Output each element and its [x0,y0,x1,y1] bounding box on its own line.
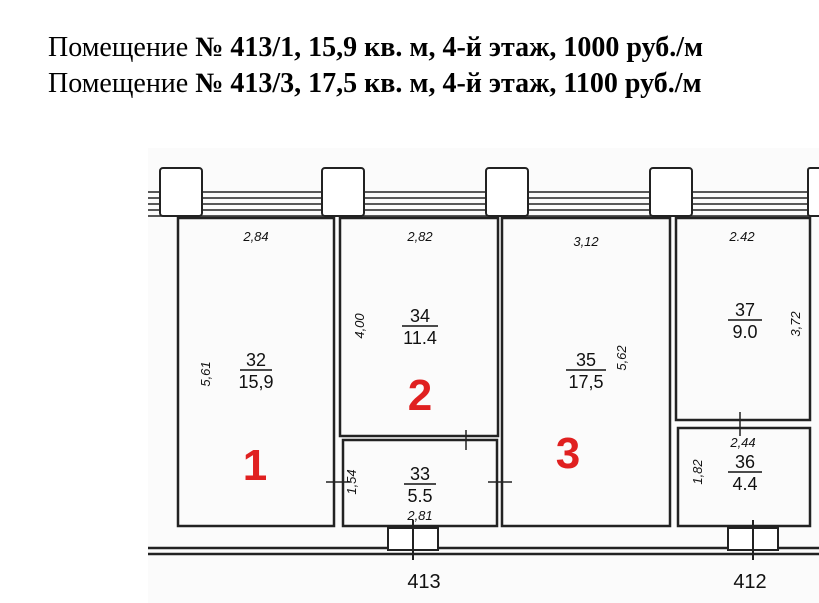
room-number: 37 [735,300,755,320]
room-number: 35 [576,350,596,370]
room-label-35: 35 17,5 [566,350,606,392]
room-number: 34 [410,306,430,326]
dim-width-room-36: 2,44 [729,435,755,450]
dim-width-room-33: 2,81 [406,508,432,523]
room-label-34: 34 11.4 [402,306,438,348]
marker-2: 2 [408,371,432,420]
dim-height-room-34: 4,00 [352,313,367,339]
room-area: 17,5 [568,372,603,392]
dim-height-room-35: 5,62 [614,345,629,371]
dim-width-room-35: 3,12 [573,234,599,249]
room-walls [148,216,819,556]
room-label-36: 36 4.4 [728,452,762,494]
room-area: 15,9 [238,372,273,392]
room-area: 5.5 [407,486,432,506]
header: Помещение № 413/1, 15,9 кв. м, 4-й этаж,… [48,30,819,102]
dim-height-room-32: 5,61 [198,361,213,386]
listing-prefix: Помещение [48,32,196,63]
room-number: 32 [246,350,266,370]
dim-height-room-37: 3,72 [788,311,803,337]
exterior-wall [148,191,819,217]
room-area: 11.4 [403,328,437,348]
room-label-33: 33 5.5 [404,464,436,506]
room-area: 9.0 [732,322,757,342]
floor-plan: 2,84 2,82 3,12 2.42 2,44 2,81 5,61 4,00 … [148,148,819,603]
dim-height-room-36: 1,82 [690,459,705,485]
listing-prefix: Помещение [48,68,196,99]
dim-width-room-37: 2.42 [728,229,755,244]
dim-width-room-34: 2,82 [406,229,433,244]
listing-line-2: Помещение № 413/3, 17,5 кв. м, 4-й этаж,… [48,66,819,102]
room-label-32: 32 15,9 [238,350,273,392]
marker-1: 1 [243,441,267,490]
door-label-412: 412 [733,571,766,593]
room-number: 33 [410,464,430,484]
listing-line-1: Помещение № 413/1, 15,9 кв. м, 4-й этаж,… [48,30,819,66]
marker-3: 3 [556,429,580,478]
corridor-doors [387,520,779,560]
listing-details: № 413/3, 17,5 кв. м, 4-й этаж, 1100 руб.… [195,68,702,99]
room-label-37: 37 9.0 [728,300,762,342]
dim-width-room-32: 2,84 [242,229,268,244]
room-number: 36 [735,452,755,472]
wall-columns [159,167,819,217]
door-ticks [326,412,741,483]
room-area: 4.4 [732,474,757,494]
door-label-413: 413 [407,571,440,593]
dim-height-room-33: 1,54 [344,469,359,494]
listing-details: № 413/1, 15,9 кв. м, 4-й этаж, 1000 руб.… [195,32,704,63]
